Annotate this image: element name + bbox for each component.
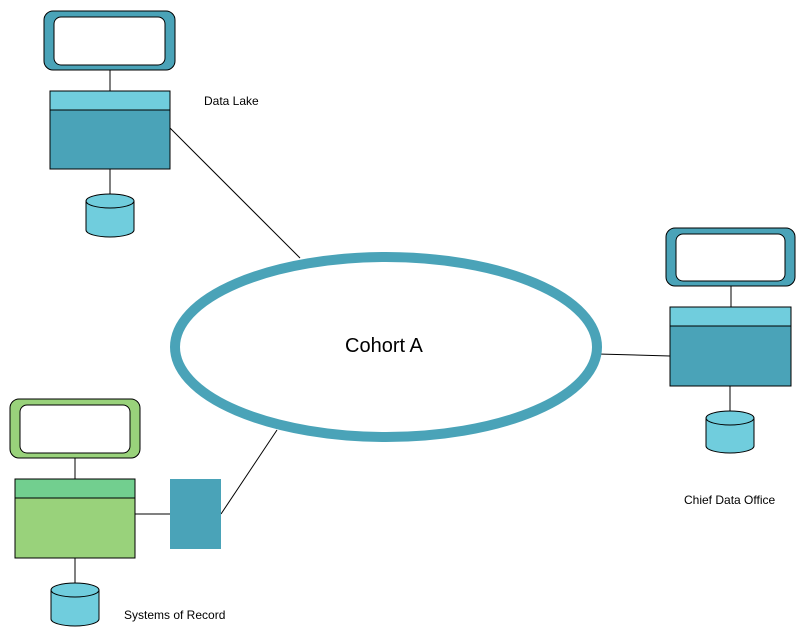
server-body bbox=[669, 325, 792, 387]
monitor-screen bbox=[675, 233, 786, 282]
systems-of-record-node[interactable] bbox=[9, 398, 221, 627]
chief-data-office-node[interactable] bbox=[665, 227, 796, 454]
server-header bbox=[49, 90, 171, 111]
connector-data-lake-to-cohort bbox=[169, 127, 301, 259]
server-header bbox=[669, 306, 792, 327]
monitor-screen bbox=[53, 16, 166, 66]
center-node-label: Cohort A bbox=[345, 335, 423, 357]
data-lake-label: Data Lake bbox=[204, 94, 259, 108]
chief-data-office-label: Chief Data Office bbox=[684, 493, 776, 507]
connector-cohort-to-chief-data-office bbox=[597, 353, 671, 357]
database-icon bbox=[85, 193, 135, 238]
connector-cohort-to-gateway bbox=[220, 429, 278, 515]
data-lake-node[interactable] bbox=[43, 10, 176, 238]
server-header bbox=[14, 478, 136, 499]
gateway-block bbox=[170, 479, 221, 549]
database-icon bbox=[50, 582, 100, 627]
monitor-screen bbox=[19, 404, 131, 454]
server-body bbox=[49, 109, 171, 170]
server-body bbox=[14, 497, 136, 559]
cohort-ring[interactable] bbox=[170, 252, 602, 442]
systems-of-record-label: Systems of Record bbox=[124, 608, 226, 622]
database-icon bbox=[705, 410, 755, 454]
